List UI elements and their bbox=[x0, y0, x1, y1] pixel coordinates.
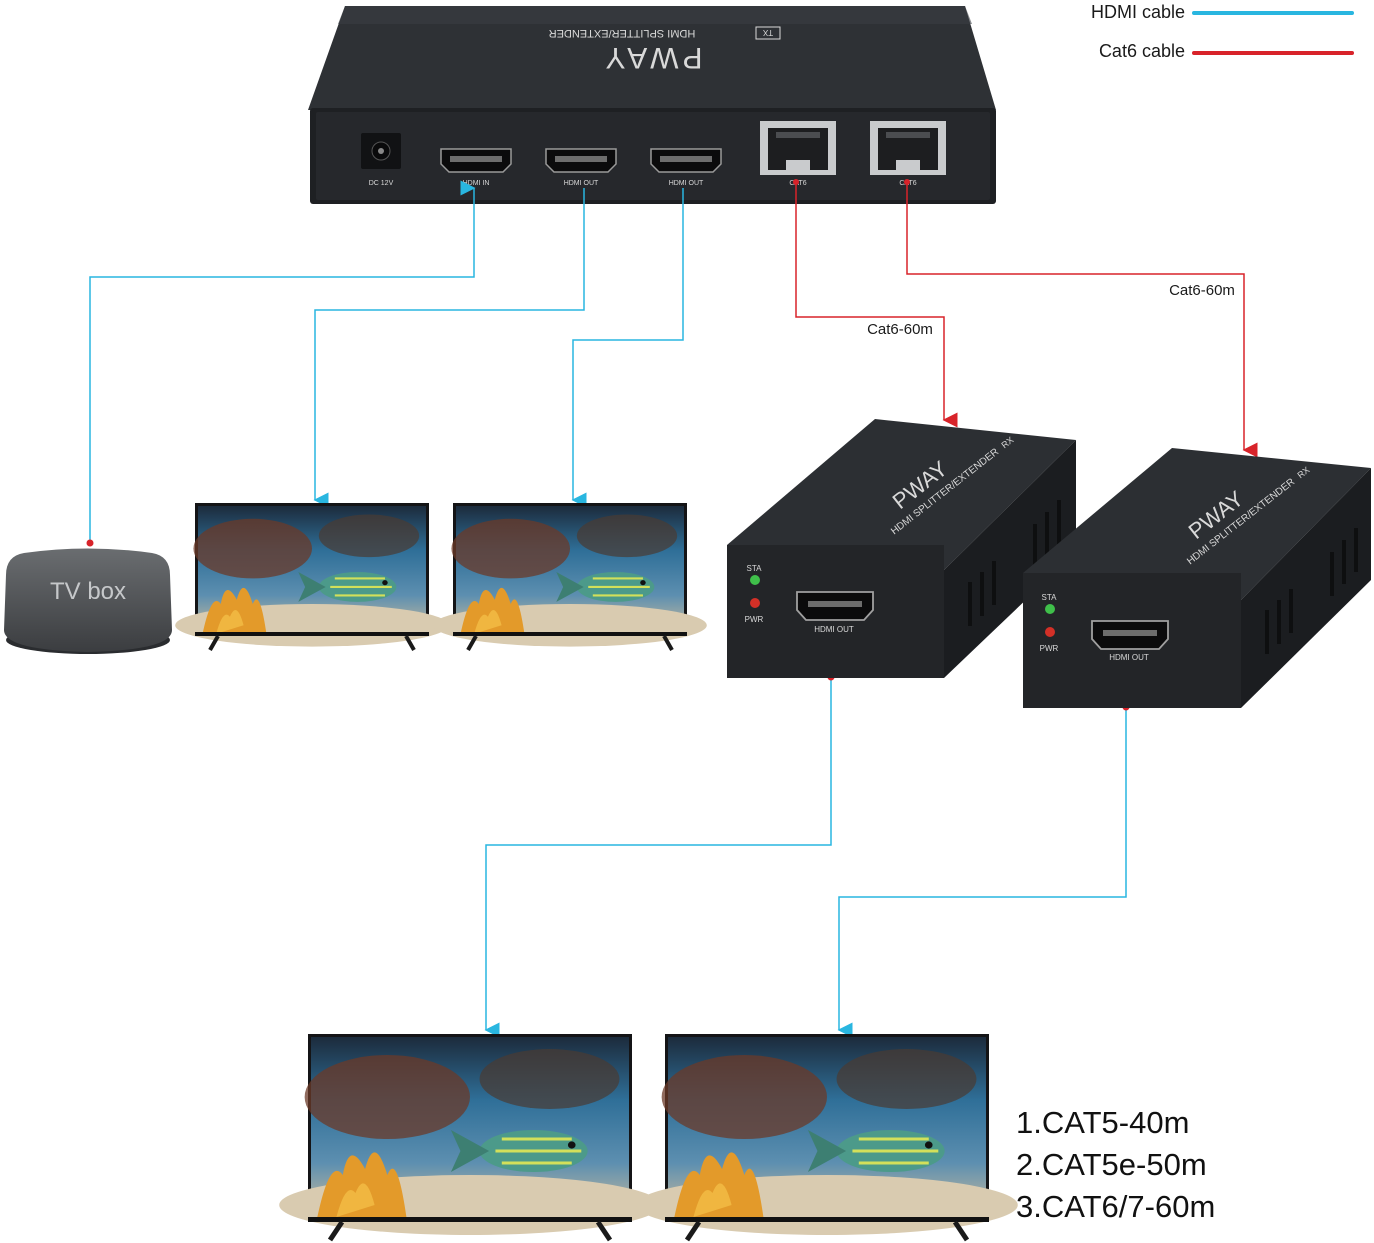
cable-cat6-to-rx2 bbox=[906, 184, 1258, 458]
cable-hdmi-out-1-to-tv bbox=[313, 188, 585, 508]
cable-cat6-to-rx1 bbox=[795, 184, 958, 428]
tv-top-2 bbox=[432, 503, 708, 651]
hdmi-in-port[interactable]: HDMI IN bbox=[440, 148, 512, 187]
cable-rx1-to-tv bbox=[484, 677, 832, 1038]
cable-length-right: Cat6-60m bbox=[1169, 282, 1235, 299]
transmitter-top bbox=[308, 6, 996, 110]
receiver-1-sta-label: STA bbox=[747, 564, 763, 573]
receiver-2-sta-led bbox=[1045, 604, 1055, 614]
tv-bottom-2 bbox=[634, 1034, 1020, 1242]
receiver-2-hdmi-port[interactable] bbox=[1091, 620, 1169, 650]
legend: HDMI cable Cat6 cable bbox=[1091, 2, 1354, 61]
transmitter-brand: PWAY bbox=[601, 41, 702, 74]
receiver-2: PWAY HDMI SPLITTER/EXTENDER RX STA PWR H… bbox=[1023, 448, 1371, 708]
receiver-1-pwr-led bbox=[750, 598, 760, 608]
spec-item: 1.CAT5-40m bbox=[1016, 1105, 1190, 1140]
hdmi-out-2-label: HDMI OUT bbox=[669, 180, 704, 187]
dc-port-label: DC 12V bbox=[369, 180, 394, 187]
hdmi-out-1-label: HDMI OUT bbox=[564, 180, 599, 187]
legend-hdmi-label: HDMI cable bbox=[1091, 2, 1185, 22]
receiver-1-hdmi-port[interactable] bbox=[796, 591, 874, 621]
cable-rx2-to-tv bbox=[837, 707, 1127, 1038]
cable-hdmi-out-2-to-tv bbox=[571, 188, 684, 508]
transmitter-unit: PWAY HDMI SPLITTER/EXTENDER TX DC 12V HD… bbox=[308, 6, 996, 204]
cable-hdmi-in-to-tvbox bbox=[89, 180, 476, 543]
dc-port[interactable]: DC 12V bbox=[361, 133, 401, 187]
tv-box: TV box bbox=[4, 548, 172, 654]
receiver-2-pwr-led bbox=[1045, 627, 1055, 637]
receiver-1-sta-led bbox=[750, 575, 760, 585]
hdmi-out-port-1[interactable]: HDMI OUT bbox=[545, 148, 617, 187]
receiver-1: PWAY HDMI SPLITTER/EXTENDER RX STA PWR H… bbox=[727, 419, 1076, 678]
transmitter-badge: TX bbox=[762, 28, 773, 37]
tv-bottom-1 bbox=[277, 1034, 663, 1242]
receiver-1-pwr-label: PWR bbox=[745, 615, 764, 624]
cable-spec-list: 1.CAT5-40m 2.CAT5e-50m 3.CAT6/7-60m bbox=[1016, 1102, 1215, 1228]
receiver-2-port-label: HDMI OUT bbox=[1109, 653, 1149, 662]
cat6-port-1[interactable]: CAT6 bbox=[760, 121, 836, 187]
tv-box-label: TV box bbox=[50, 578, 126, 605]
tv-top-1 bbox=[174, 503, 450, 651]
legend-cat6-label: Cat6 cable bbox=[1099, 41, 1185, 61]
cat6-port-2[interactable]: CAT6 bbox=[870, 121, 946, 187]
hdmi-in-label: HDMI IN bbox=[463, 180, 490, 187]
transmitter-brand-print: PWAY HDMI SPLITTER/EXTENDER TX bbox=[549, 26, 781, 74]
receiver-2-sta-label: STA bbox=[1042, 593, 1058, 602]
receiver-2-pwr-label: PWR bbox=[1040, 644, 1059, 653]
cat6-cables bbox=[793, 179, 1258, 458]
cable-length-left: Cat6-60m bbox=[867, 321, 933, 338]
spec-item: 3.CAT6/7-60m bbox=[1016, 1189, 1216, 1224]
receiver-1-port-label: HDMI OUT bbox=[814, 625, 854, 634]
hdmi-cables bbox=[86, 180, 1130, 1038]
spec-item: 2.CAT5e-50m bbox=[1016, 1147, 1207, 1182]
transmitter-model: HDMI SPLITTER/EXTENDER bbox=[549, 27, 696, 39]
hdmi-out-port-2[interactable]: HDMI OUT bbox=[650, 148, 722, 187]
